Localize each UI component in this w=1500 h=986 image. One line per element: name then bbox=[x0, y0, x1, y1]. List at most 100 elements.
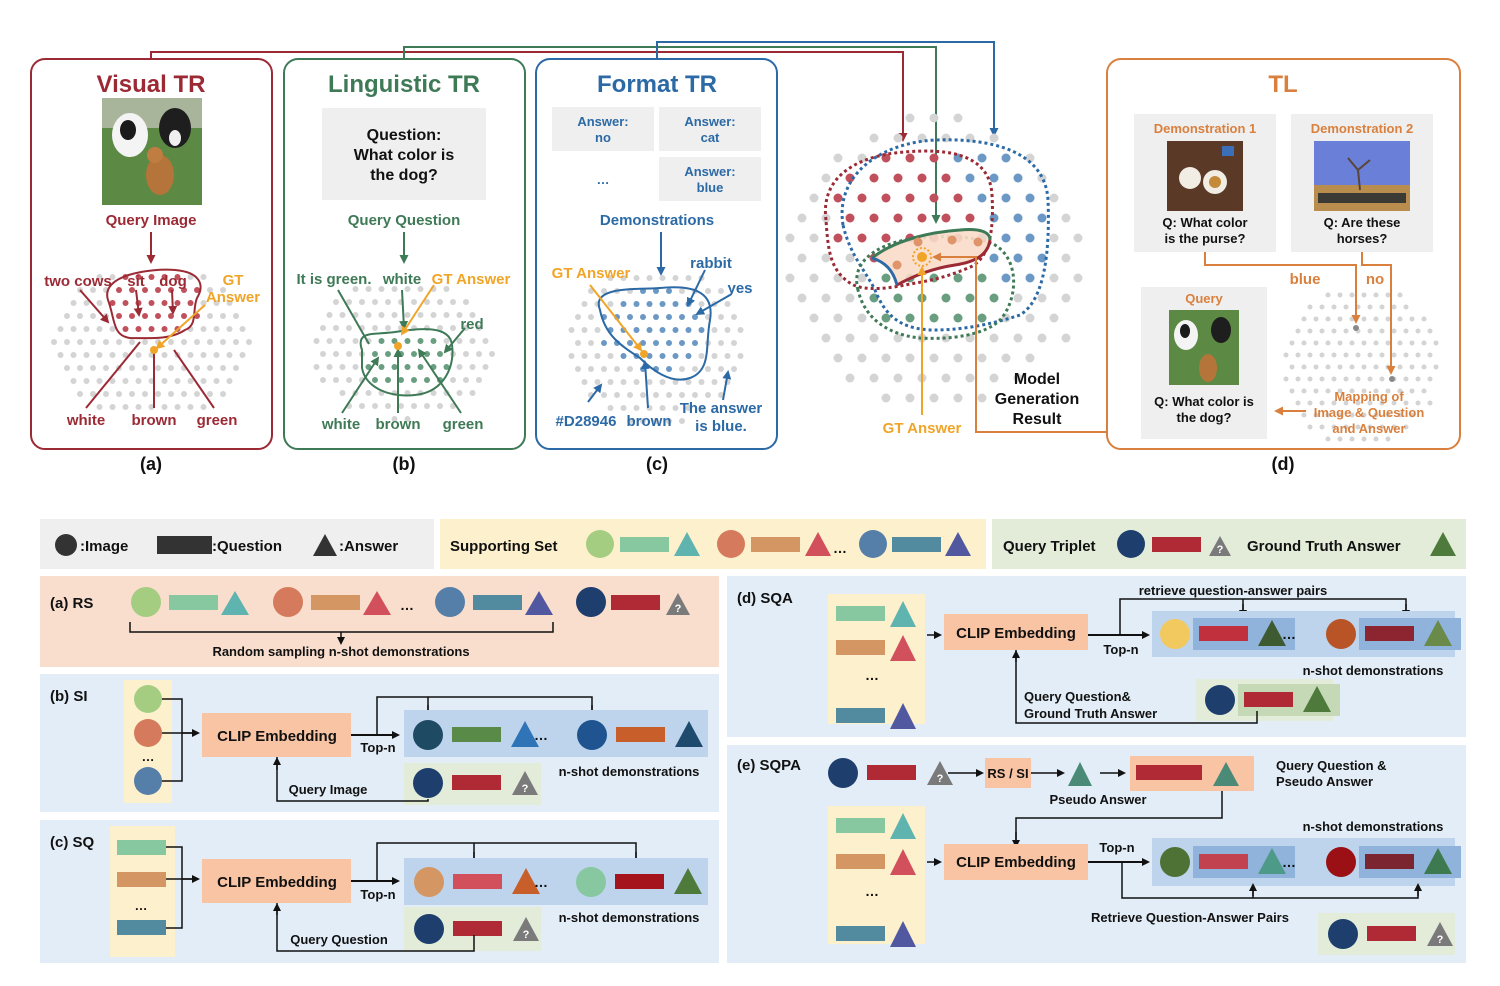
label-red: red bbox=[460, 316, 483, 333]
embedding-dot bbox=[737, 353, 744, 359]
embedding-dot bbox=[666, 418, 672, 424]
embedding-dot bbox=[941, 173, 951, 183]
embedding-dot bbox=[881, 313, 891, 323]
embedding-dot bbox=[372, 325, 378, 331]
sq-query-label: Query Question bbox=[290, 932, 388, 947]
embedding-dot bbox=[90, 339, 96, 345]
embedding-dot bbox=[1397, 340, 1403, 346]
embedding-dot bbox=[1001, 353, 1011, 363]
embedding-dot bbox=[977, 273, 987, 283]
embedding-dot bbox=[77, 313, 83, 319]
embedding-dot bbox=[1337, 364, 1343, 370]
embedding-dot bbox=[411, 351, 417, 357]
embedding-dot bbox=[90, 313, 96, 319]
rs-shapes: …? bbox=[131, 587, 690, 617]
label-answer-line1: The answer bbox=[680, 400, 763, 417]
embedding-dot bbox=[116, 313, 122, 319]
embedding-dot bbox=[116, 391, 122, 397]
image-shape bbox=[131, 587, 161, 617]
embedding-dot bbox=[731, 314, 737, 320]
embedding-dot bbox=[989, 333, 999, 343]
embedding-dot bbox=[456, 338, 463, 344]
sqa-nshot-shapes: … bbox=[1160, 618, 1461, 650]
embedding-dot bbox=[109, 300, 116, 306]
embedding-dot bbox=[469, 390, 476, 396]
embedding-dot bbox=[797, 293, 807, 303]
embedding-dot bbox=[372, 377, 378, 383]
embedding-dot bbox=[989, 173, 999, 183]
embedding-dot bbox=[181, 339, 187, 345]
embedding-dot bbox=[469, 364, 476, 370]
embedding-dot bbox=[845, 333, 855, 343]
demo1-mapped-point bbox=[1353, 325, 1359, 331]
question-shape bbox=[311, 595, 360, 610]
unknown-answer-shape bbox=[1427, 922, 1453, 946]
question-shape bbox=[611, 595, 660, 610]
embedding-dot bbox=[989, 133, 999, 143]
embedding-dot bbox=[718, 314, 724, 320]
si-support-ellipsis: … bbox=[142, 749, 155, 764]
embedding-dot bbox=[833, 353, 843, 363]
embedding-dot bbox=[833, 193, 843, 203]
embedding-dot bbox=[391, 312, 398, 318]
embedding-dot bbox=[1373, 436, 1379, 442]
rs-si-box bbox=[985, 758, 1031, 788]
embedding-dot bbox=[1061, 293, 1071, 303]
embedding-dot bbox=[122, 300, 129, 306]
image-shape bbox=[717, 530, 745, 558]
embedding-dot bbox=[476, 351, 482, 357]
embedding-dot bbox=[1313, 316, 1319, 322]
embedding-dot bbox=[857, 273, 867, 283]
embedding-dot bbox=[698, 301, 705, 307]
question-shape-icon bbox=[157, 536, 212, 554]
embedding-dot bbox=[1367, 424, 1373, 430]
embedding-dot bbox=[1343, 328, 1349, 334]
embedding-dot bbox=[977, 313, 987, 323]
question-shape bbox=[836, 606, 885, 621]
embedding-dot bbox=[1307, 424, 1313, 430]
embedding-dot bbox=[161, 300, 168, 306]
image-shape bbox=[414, 914, 444, 944]
embedding-dot bbox=[620, 301, 627, 307]
embedding-dot bbox=[1337, 412, 1343, 418]
embedding-dot bbox=[109, 326, 116, 332]
embedding-dot bbox=[1073, 273, 1083, 283]
embedding-dot bbox=[1049, 313, 1059, 323]
embedding-dot bbox=[1331, 424, 1337, 430]
embedding-dot bbox=[857, 153, 867, 163]
rs-si-label: RS / SI bbox=[987, 766, 1028, 781]
embedding-dot bbox=[200, 300, 207, 306]
image-shape bbox=[273, 587, 303, 617]
embedding-dot bbox=[653, 340, 659, 346]
embedding-dot bbox=[1061, 253, 1071, 263]
embedding-dot bbox=[1367, 328, 1373, 334]
embedding-dot bbox=[1307, 352, 1313, 358]
question-shape bbox=[169, 595, 218, 610]
embedding-dot bbox=[929, 193, 939, 203]
answer-shape-icon bbox=[313, 534, 337, 556]
embedding-dot bbox=[575, 340, 581, 346]
sqa-query-shapes bbox=[1205, 684, 1340, 716]
sqpa-nshot-label: n-shot demonstrations bbox=[1303, 819, 1444, 834]
embedding-dot bbox=[1391, 400, 1397, 406]
embedding-dot bbox=[411, 403, 417, 409]
embedding-dot bbox=[809, 313, 819, 323]
embedding-dot bbox=[181, 391, 187, 397]
format-region-dotted bbox=[840, 138, 1050, 332]
question-shape bbox=[751, 537, 800, 552]
answer-shape bbox=[525, 591, 553, 615]
pseudo-answer-shape bbox=[1068, 762, 1092, 786]
embedding-dot bbox=[443, 312, 450, 318]
embedding-dot bbox=[1013, 253, 1023, 263]
embedding-dot bbox=[333, 351, 339, 357]
answer-shape bbox=[890, 703, 916, 729]
embedding-dot bbox=[417, 338, 424, 344]
embedding-dot bbox=[391, 416, 398, 422]
embedding-dot bbox=[614, 366, 620, 372]
embedding-dot bbox=[320, 377, 326, 383]
embedding-dot bbox=[1373, 364, 1379, 370]
embedding-dot bbox=[1283, 352, 1289, 358]
embedding-dot bbox=[672, 327, 679, 333]
embedding-dot bbox=[685, 379, 692, 385]
embedding-dot bbox=[64, 339, 70, 345]
